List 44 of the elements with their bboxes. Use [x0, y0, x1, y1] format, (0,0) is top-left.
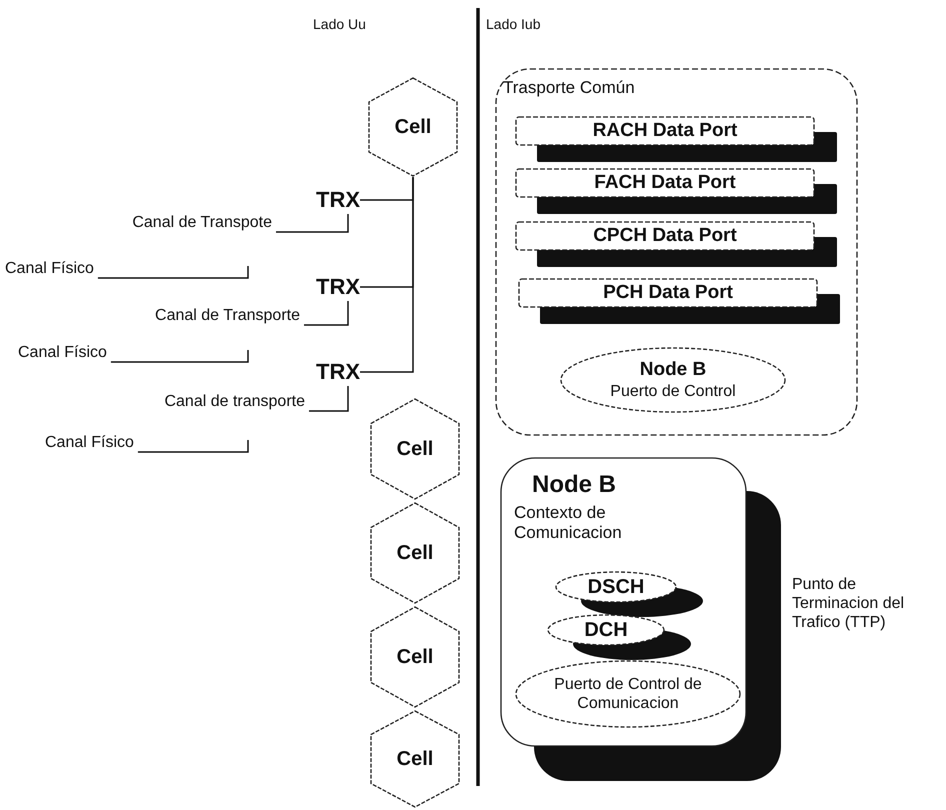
port-description: Puerto de Control: [610, 382, 736, 401]
leader-line: [138, 440, 249, 453]
channel-label: Canal Físico: [5, 257, 94, 281]
cell-label: Cell: [396, 541, 434, 565]
connector-line: [304, 301, 349, 326]
trx-label: TRX: [316, 186, 360, 214]
cell-label: Cell: [396, 747, 434, 771]
cell-label: Cell: [394, 115, 432, 139]
channel-label: Canal de transporte: [164, 390, 305, 414]
channel-name: DSCH: [588, 575, 644, 599]
cell-hexagon: [370, 710, 460, 808]
channel-label: Canal de Transporte: [155, 304, 300, 328]
cell-label: Cell: [396, 645, 434, 669]
transport-group-box: [495, 68, 858, 436]
leader-line: [110, 350, 249, 363]
cell-hexagon: [368, 77, 458, 177]
cell-label: Cell: [396, 437, 434, 461]
connector-line: [360, 177, 414, 373]
node-description: Contexto de Comunicacion: [514, 503, 623, 544]
cell-hexagon: [370, 398, 460, 500]
group-heading: Trasporte Común: [503, 78, 635, 98]
cell-hexagon: [370, 606, 460, 708]
channel-label: Canal Físico: [18, 341, 107, 365]
port-label: CPCH Data Port: [593, 224, 737, 248]
cell-hexagon: [370, 502, 460, 604]
side-heading: Lado Iub: [486, 16, 540, 32]
trx-label: TRX: [316, 273, 360, 301]
node-heading: Node B: [640, 359, 706, 382]
port-description: Puerto de Control de Comunicacion: [553, 674, 703, 714]
port-label: PCH Data Port: [603, 282, 733, 304]
side-heading: Lado Uu: [313, 16, 366, 32]
trx-label: TRX: [316, 358, 360, 386]
node-heading: Node B: [532, 471, 616, 500]
port-label: FACH Data Port: [594, 172, 736, 194]
connector-line: [309, 386, 349, 412]
control-port-ellipse: [560, 347, 786, 413]
channel-label: Canal Físico: [45, 431, 134, 455]
side-note: Punto de Terminacion del Trafico (TTP): [792, 575, 906, 633]
channel-label: Canal de Transpote: [132, 211, 272, 235]
port-label: RACH Data Port: [592, 120, 738, 142]
leader-line: [98, 266, 249, 279]
channel-name: DCH: [584, 618, 628, 642]
control-port-ellipse: [515, 660, 741, 728]
connector-line: [276, 214, 349, 233]
